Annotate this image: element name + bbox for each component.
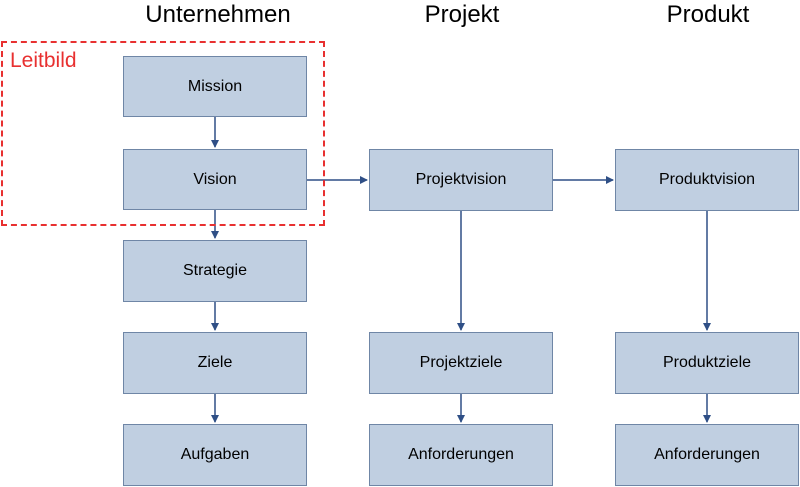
box-projektziele: Projektziele — [369, 332, 553, 394]
header-unternehmen: Unternehmen — [145, 1, 291, 28]
box-ziele: Ziele — [123, 332, 307, 394]
box-projektvision: Projektvision — [369, 149, 553, 211]
box-aufgaben: Aufgaben — [123, 424, 307, 486]
header-produkt: Produkt — [666, 1, 750, 28]
box-projekt-anforderungen: Anforderungen — [369, 424, 553, 486]
box-produkt-anforderungen: Anforderungen — [615, 424, 799, 486]
box-vision: Vision — [123, 149, 307, 210]
leitbild-frame — [1, 41, 325, 226]
box-strategie: Strategie — [123, 240, 307, 302]
leitbild-label: Leitbild — [10, 49, 77, 72]
box-produktziele: Produktziele — [615, 332, 799, 394]
header-projekt: Projekt — [424, 1, 500, 28]
box-mission: Mission — [123, 56, 307, 117]
box-produktvision: Produktvision — [615, 149, 799, 211]
